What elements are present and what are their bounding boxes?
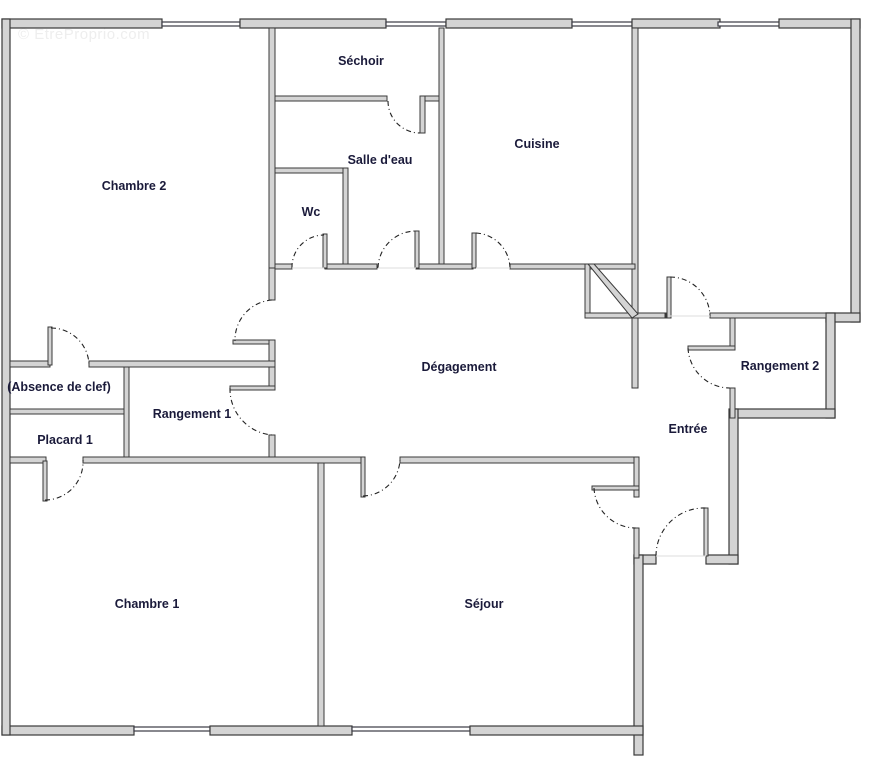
door-swings	[44, 100, 731, 557]
room-label-sejour: Séjour	[464, 597, 504, 611]
room-label-wc: Wc	[301, 205, 321, 219]
outer-walls	[1, 18, 861, 756]
room-label-sechoir: Séchoir	[338, 54, 384, 68]
room-label-salle-eau: Salle d'eau	[347, 153, 413, 167]
interior-walls	[9, 27, 827, 727]
room-label-chambre-1: Chambre 1	[114, 597, 180, 611]
room-label-cuisine: Cuisine	[514, 137, 560, 151]
room-label-rangement-2: Rangement 2	[740, 359, 820, 373]
room-label-absence-clef: (Absence de clef)	[7, 380, 111, 394]
room-label-rangement-1: Rangement 1	[152, 407, 232, 421]
room-label-degagement: Dégagement	[421, 360, 497, 374]
room-label-chambre-2: Chambre 2	[101, 179, 167, 193]
watermark: © EtreProprio.com	[18, 26, 151, 43]
room-label-placard-1: Placard 1	[37, 433, 93, 447]
room-label-entree: Entrée	[668, 422, 708, 436]
